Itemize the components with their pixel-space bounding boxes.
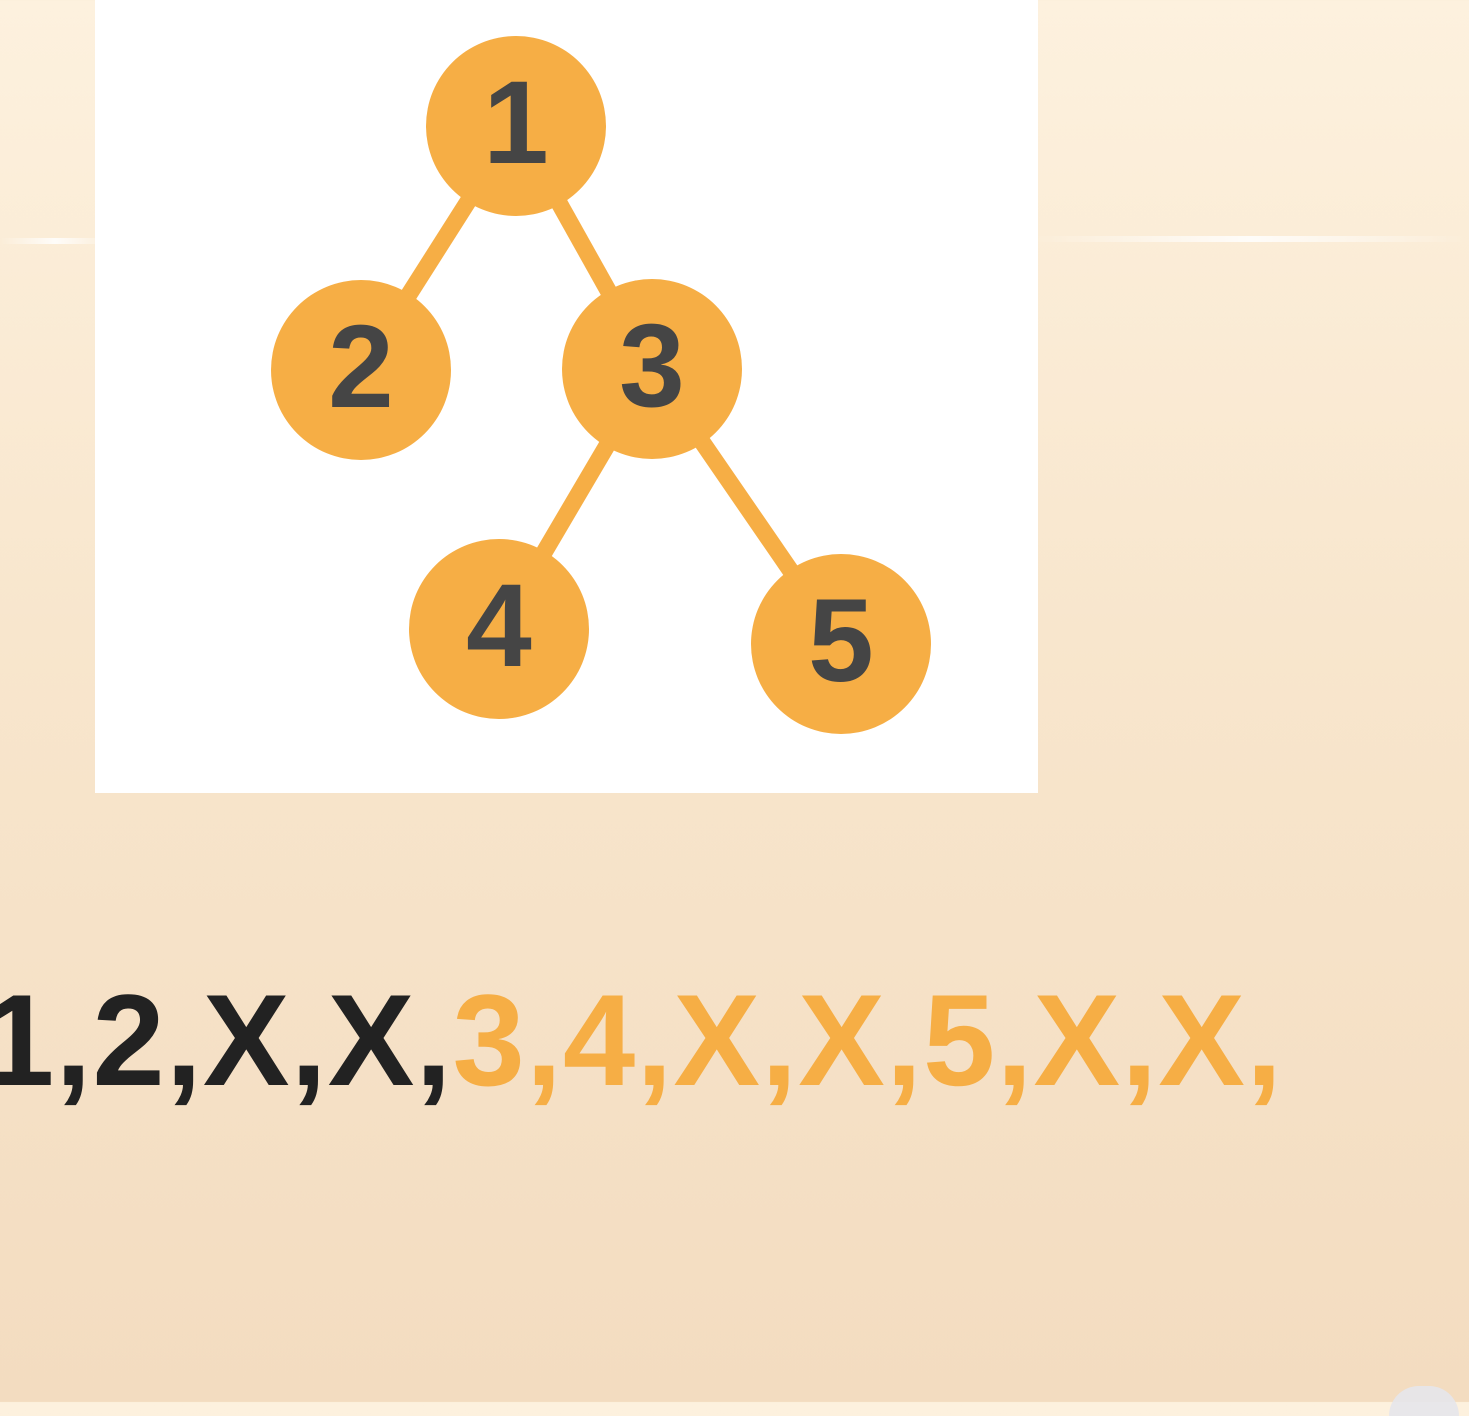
- sequence-token-pending: X,: [1158, 967, 1284, 1113]
- tree-node-circle: [426, 36, 606, 216]
- tree-node-2: 2: [271, 280, 451, 460]
- sequence-token-pending: 3,: [452, 967, 563, 1113]
- tree-node-label: 5: [808, 575, 874, 707]
- sequence-token-pending: X,: [1033, 967, 1159, 1113]
- tree-node-circle: [409, 539, 589, 719]
- sequence-token-visited: 2,: [92, 967, 203, 1113]
- tree-node-circle: [271, 280, 451, 460]
- tree-node-label: 2: [328, 301, 394, 433]
- binary-tree-diagram: 12 34 5: [271, 36, 931, 734]
- tree-node-1: 1: [426, 36, 606, 216]
- background-glow-left: [0, 238, 110, 244]
- sequence-token-pending: X,: [798, 967, 923, 1113]
- sequence-token-pending: X,: [673, 967, 799, 1113]
- background-glow-right: [1030, 236, 1469, 242]
- tree-node-circle: [751, 554, 931, 734]
- sequence-token-visited: X,: [202, 967, 328, 1113]
- tree-node-5: 5: [751, 554, 931, 734]
- sequence-token-pending: 5,: [923, 967, 1034, 1113]
- sequence-token-pending: 4,: [562, 967, 674, 1113]
- tree-node-4: 4: [409, 539, 589, 719]
- tree-node-circle: [562, 279, 742, 459]
- tree-nodes: 12 34 5: [271, 36, 931, 734]
- sequence-token-visited: X,: [327, 967, 453, 1113]
- tree-node-label: 1: [483, 57, 549, 189]
- tree-node-label: 3: [619, 300, 685, 432]
- tree-node-3: 3: [562, 279, 742, 459]
- serialized-sequence: 1,2,X,X,3,4,X,X,5,X,X,: [0, 975, 1283, 1105]
- corner-control: [1389, 1386, 1459, 1416]
- tree-node-label: 4: [466, 560, 532, 692]
- sequence-token-visited: 1,: [0, 967, 93, 1113]
